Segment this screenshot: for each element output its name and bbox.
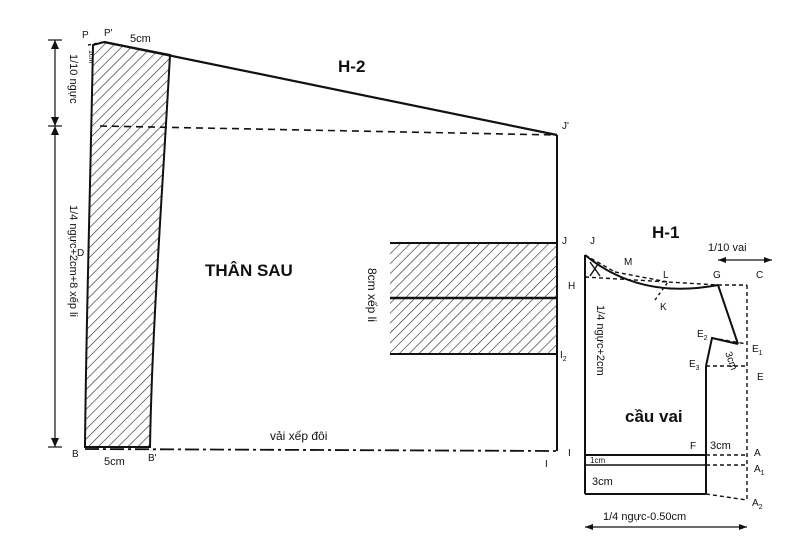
h2-dim-top: 5cm <box>130 33 151 45</box>
h1-dim-side: 1/4 ngực+2cm <box>594 305 606 376</box>
h1-point-a2: A2 <box>752 498 763 511</box>
h1-dim-top-arrow-l <box>718 257 726 263</box>
h2-point-i2: I2 <box>560 350 567 363</box>
h2-dim-side: 1/4 ngực+2cm+8 xếp li <box>67 205 79 317</box>
h1-dim-3cm-e: 3cm <box>722 350 739 372</box>
h1-point-g: G <box>713 270 721 281</box>
h2-arrow-mid-up <box>51 126 59 135</box>
h1-point-c: C <box>756 270 763 281</box>
h1-shoulder <box>717 284 739 345</box>
h2-point-j: J <box>562 236 567 247</box>
h1-dash-h <box>584 276 719 286</box>
h1-point-e: E <box>757 372 764 383</box>
h2-dim-shoulder: 1/10 ngực <box>67 54 79 104</box>
h2-fold-note: vải xếp đôi <box>270 429 327 443</box>
h1-point-l: L <box>663 270 669 281</box>
h2-top-edge <box>103 40 558 137</box>
h1-point-a: A <box>754 448 761 459</box>
h1-dim-1cm: 1cm <box>590 456 605 465</box>
h1-mark-b <box>589 263 599 277</box>
h2-fold-line <box>84 448 558 452</box>
h1-point-e3: E3 <box>689 359 700 372</box>
h1-dash-a2 <box>705 493 748 501</box>
h1-dash-e2 <box>711 337 748 345</box>
back-piece-h2: H-2 THÂN SAU vải xếp đôi 8cm xếp li 5cm … <box>48 28 569 470</box>
h2-point-j-prime: J' <box>562 121 569 132</box>
h2-arrow-mid-down <box>51 117 59 126</box>
h2-small-note: 1cm <box>87 50 94 63</box>
h2-point-b: B <box>72 449 79 460</box>
h2-point-d: D <box>77 248 84 259</box>
h2-dim-bottom: 5cm <box>104 456 125 468</box>
h2-dashed-guide <box>99 125 558 136</box>
h1-dim-top: 1/10 vai <box>708 242 747 254</box>
h1-dash-jm <box>584 254 616 273</box>
h1-dash-e2-e3 <box>705 337 713 367</box>
h1-point-m: M <box>624 257 632 268</box>
h1-dash-ml <box>614 271 669 283</box>
h2-arrow-down <box>51 438 59 447</box>
h2-side-strip <box>83 40 172 448</box>
h1-point-e2: E2 <box>697 329 708 342</box>
h2-arrow-up <box>51 40 59 49</box>
h1-point-f: F <box>690 441 696 452</box>
yoke-piece-h1: H-1 cầu vai 1/10 vai 1/4 ngực+2cm 1/4 ng… <box>568 223 772 530</box>
h1-point-e1: E1 <box>752 344 763 357</box>
h2-pleat-note: 8cm xếp li <box>365 268 379 322</box>
h1-point-h: H <box>568 281 575 292</box>
h2-point-i: I <box>545 459 548 470</box>
h1-title: H-1 <box>652 223 679 242</box>
h2-dashed-top <box>87 41 105 46</box>
h1-dim-3cm-f: 3cm <box>710 440 731 452</box>
h2-point-p-prime: P' <box>104 28 113 39</box>
h2-point-p: P <box>82 30 89 41</box>
h1-piece-name: cầu vai <box>625 407 683 426</box>
h2-title: H-2 <box>338 57 365 76</box>
h1-point-k: K <box>660 302 667 313</box>
h1-point-i: I <box>568 448 571 459</box>
h1-dim-bottom: 1/4 ngực-0.50cm <box>603 511 686 523</box>
h1-point-j: J <box>590 236 595 247</box>
h1-dim-top-arrow-r <box>764 257 772 263</box>
h2-piece-name: THÂN SAU <box>205 261 293 280</box>
h1-dash-k <box>654 281 669 301</box>
h1-dim-3cm-bottom: 3cm <box>592 476 613 488</box>
h1-dim-bottom-arrow-l <box>585 524 593 530</box>
h1-dim-bottom-arrow-r <box>739 524 747 530</box>
h2-point-b-prime: B' <box>148 453 157 464</box>
h1-point-a1: A1 <box>754 464 765 477</box>
